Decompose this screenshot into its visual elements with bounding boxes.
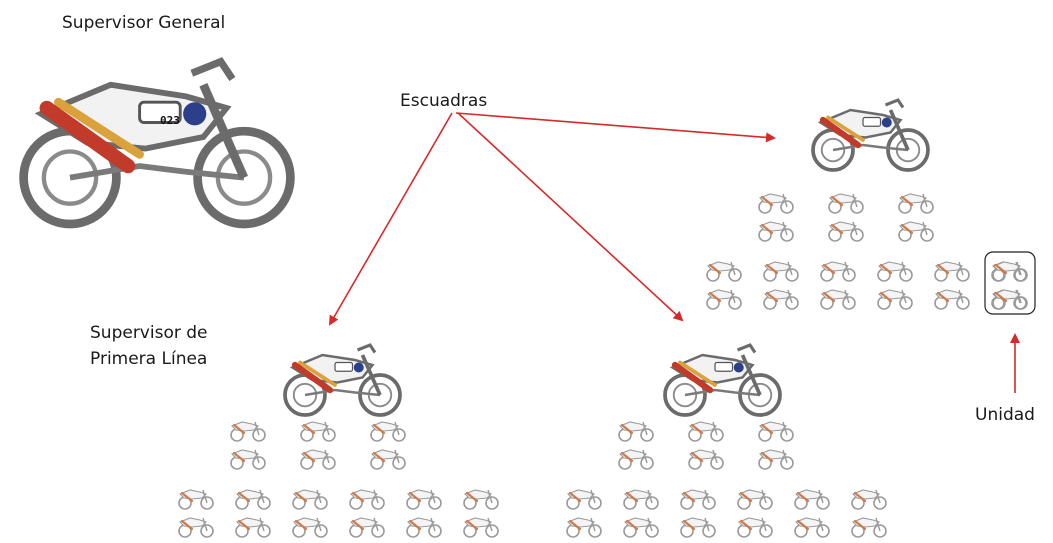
squad-right-unit-9 [819,260,857,283]
squad-left-unit-6 [369,448,407,471]
highlighted-unit-1 [991,260,1029,283]
highlighted-unit-2 [991,288,1029,311]
squad-middle-leader [665,345,780,415]
squad-middle-unit-12 [850,488,888,511]
squad-right-unit-8 [762,260,800,283]
squad-right-unit-10 [876,260,914,283]
squad-middle-unit-17 [793,516,831,539]
squad-middle-unit-2 [687,420,725,443]
squad-right-unit-13 [705,288,743,311]
squad-left-unit-2 [299,420,337,443]
squad-left-unit-12 [462,488,500,511]
squad-left-unit-4 [229,448,267,471]
squad-middle-unit-8 [622,488,660,511]
squad-right-unit-7 [705,260,743,283]
squad-left-unit-14 [234,516,272,539]
squad-middle-unit-18 [850,516,888,539]
first-line-supervisor-label: Supervisor de Primera Línea [90,323,208,369]
squad-middle-unit-16 [736,516,774,539]
squad-left-unit-16 [348,516,386,539]
squad-middle-unit-15 [679,516,717,539]
squads-label: Escuadras [400,91,488,111]
squad-left-unit-11 [405,488,443,511]
squad-right-unit-16 [876,288,914,311]
squad-left-unit-18 [462,516,500,539]
squad-middle-unit-11 [793,488,831,511]
squad-middle-unit-7 [565,488,603,511]
unit-label: Unidad [975,405,1035,425]
unit-highlight-box [984,251,1036,315]
squad-left-unit-9 [291,488,329,511]
arrow-squads-to-middle [457,112,684,322]
squad-middle-unit-6 [757,448,795,471]
general-supervisor-motorcycle [24,62,291,224]
squad-left-unit-10 [348,488,386,511]
squad-right-unit-1 [757,192,795,215]
squad-left-unit-8 [234,488,272,511]
arrow-squads-to-right [455,112,776,143]
arrow-squads-to-left [328,112,453,326]
squad-middle-unit-14 [622,516,660,539]
squad-left-unit-17 [405,516,443,539]
squad-left-unit-3 [369,420,407,443]
squad-right-unit-14 [762,288,800,311]
squad-right-leader [813,100,928,170]
squad-right-unit-5 [827,220,865,243]
squad-right-units [705,192,1029,311]
squad-right-unit-2 [827,192,865,215]
squad-middle-unit-1 [617,420,655,443]
squad-right-unit-15 [819,288,857,311]
squad-right-unit-4 [757,220,795,243]
squad-right-unit-6 [897,220,935,243]
squad-middle-units [565,420,888,539]
squad-right-unit-3 [897,192,935,215]
squad-right-unit-11 [933,260,971,283]
squad-left-unit-5 [299,448,337,471]
squad-left-unit-7 [177,488,215,511]
general-supervisor-badge: 023 [160,114,180,127]
squad-middle-unit-13 [565,516,603,539]
squad-middle-unit-3 [757,420,795,443]
squad-left-units [177,420,500,539]
squad-left-unit-13 [177,516,215,539]
squad-left-leader [285,345,400,415]
squad-right-unit-17 [933,288,971,311]
squad-left-unit-1 [229,420,267,443]
squad-middle-unit-9 [679,488,717,511]
squad-middle-unit-4 [617,448,655,471]
squad-middle-unit-10 [736,488,774,511]
squad-middle-unit-5 [687,448,725,471]
squad-left-unit-15 [291,516,329,539]
general-supervisor-label: Supervisor General [62,13,226,33]
